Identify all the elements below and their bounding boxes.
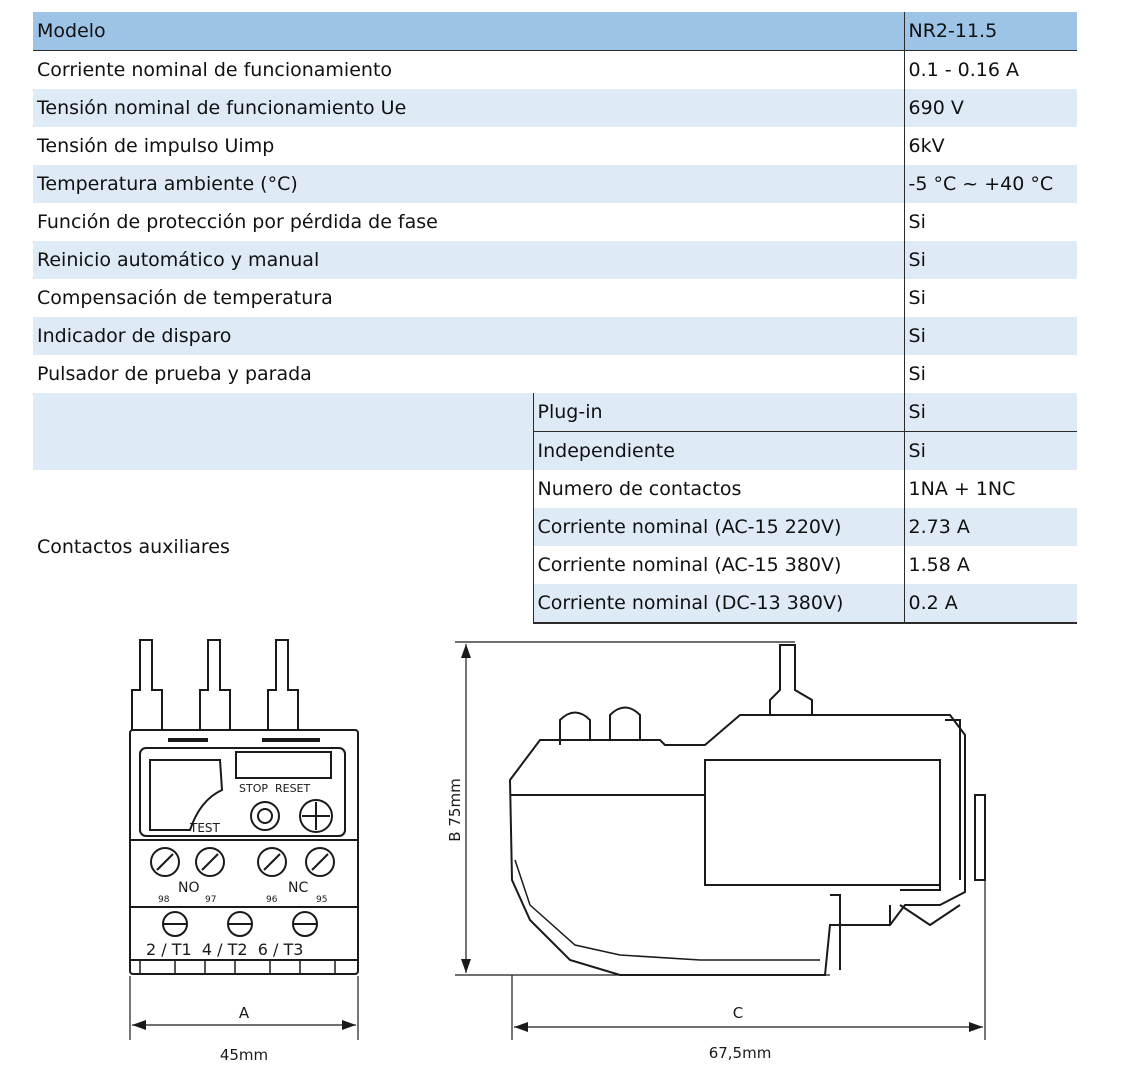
screw-icon (195, 847, 225, 877)
table-row: Indicador de disparo Si (33, 317, 1078, 355)
aux-sub-value: 1.58 A (903, 546, 1078, 584)
aux-sub-label: Independiente (532, 431, 905, 470)
screw-icon (305, 847, 335, 877)
spec-table-container: Modelo NR2-11.5 Corriente nominal de fun… (33, 12, 1078, 624)
spec-table: Modelo NR2-11.5 Corriente nominal de fun… (33, 12, 1078, 624)
table-header-row: Modelo NR2-11.5 (33, 12, 1078, 51)
aux-sub-label: Numero de contactos (532, 470, 905, 508)
table-row: Temperatura ambiente (°C) -5 °C ~ +40 °C (33, 165, 1078, 203)
terminal-number: 97 (205, 895, 216, 905)
dimension-b-label: B 75mm (446, 778, 464, 841)
row-label: Tensión de impulso Uimp (37, 135, 275, 157)
table-row: Corriente nominal (AC-15 220V) 2.73 A (33, 508, 1078, 546)
dimension-a-letter: A (239, 1004, 250, 1022)
front-body (129, 729, 359, 975)
header-label: Modelo (33, 12, 905, 51)
table-row: Independiente Si (33, 431, 1078, 470)
screw-icon (257, 847, 287, 877)
aux-sub-label: Corriente nominal (AC-15 220V) (532, 508, 905, 546)
aux-sub-label: Corriente nominal (AC-15 380V) (532, 546, 905, 584)
terminal-number: 95 (316, 895, 327, 905)
table-row: Corriente nominal (DC-13 380V) 0.2 A (33, 584, 1078, 624)
table-row: Tensión nominal de funcionamiento Ue 690… (33, 89, 1078, 127)
stop-reset-label: STOP RESET (239, 782, 311, 795)
row-label: Indicador de disparo (33, 317, 905, 355)
row-value: 6kV (903, 127, 1078, 165)
row-label: Corriente nominal de funcionamiento (37, 59, 393, 81)
aux-sub-value: 1NA + 1NC (903, 470, 1078, 508)
table-row: Tensión de impulso Uimp 6kV (33, 127, 1078, 165)
row-label: Temperatura ambiente (°C) (33, 165, 905, 203)
terminal-number: 98 (158, 895, 170, 905)
aux-group-label: Contactos auxiliares (33, 470, 533, 623)
terminal-pin (267, 639, 299, 731)
row-value: -5 °C ~ +40 °C (903, 165, 1078, 203)
technical-drawing: STOP RESET TEST NO NC 98 97 96 95 2 / T1… (129, 639, 986, 1064)
no-label: NO (178, 880, 200, 896)
row-value: 0.1 - 0.16 A (903, 50, 1078, 89)
aux-sub-value: 0.2 A (903, 584, 1078, 624)
dimension-c-value: 67,5mm (709, 1044, 772, 1062)
aux-sub-value: Si (903, 431, 1078, 470)
terminal-pin (199, 639, 231, 731)
table-row: Contactos auxiliares Numero de contactos… (33, 470, 1078, 623)
row-value: Si (903, 355, 1078, 393)
terminal-labels: 2 / T1 4 / T2 6 / T3 (146, 940, 303, 959)
aux-sub-value: 2.73 A (903, 508, 1078, 546)
row-value: Si (903, 203, 1078, 241)
row-value: Si (903, 241, 1078, 279)
aux-sub-value: Si (903, 393, 1078, 432)
terminal-number: 96 (266, 895, 278, 905)
dimension-a-value: 45mm (220, 1046, 268, 1064)
nc-label: NC (288, 880, 308, 896)
row-label: Reinicio automático y manual (33, 241, 905, 279)
dimension-c-letter: C (733, 1004, 743, 1022)
reset-button-icon (299, 799, 333, 833)
table-row: Corriente nominal (AC-15 380V) 1.58 A (33, 546, 1078, 584)
aux-sub-label: Corriente nominal (DC-13 380V) (532, 584, 905, 624)
aux-blank-cell (33, 393, 533, 470)
front-view: STOP RESET TEST NO NC 98 97 96 95 2 / T1… (129, 639, 359, 1064)
row-label: Compensación de temperatura (37, 287, 333, 309)
table-row: Corriente nominal de funcionamiento 0.1 … (33, 50, 1078, 89)
row-label: Pulsador de prueba y parada (37, 363, 312, 385)
aux-sub-label: Plug-in (532, 393, 905, 432)
side-body (508, 714, 966, 976)
header-value: NR2-11.5 (903, 12, 1078, 51)
row-label: Tensión nominal de funcionamiento Ue (33, 89, 905, 127)
row-label: Función de protección por pérdida de fas… (37, 211, 438, 233)
terminal-pin (131, 639, 163, 731)
table-row: Plug-in Si (33, 393, 1078, 470)
stop-button-icon (250, 801, 280, 831)
table-row: Pulsador de prueba y parada Si (33, 355, 1078, 393)
table-row: Reinicio automático y manual Si (33, 241, 1078, 279)
test-label: TEST (189, 821, 221, 835)
screw-icon (150, 847, 180, 877)
row-value: 690 V (903, 89, 1078, 127)
side-view: B 75mm C 67,5mm (446, 641, 986, 1062)
dimension-drawings: STOP RESET TEST NO NC 98 97 96 95 2 / T1… (0, 620, 1122, 1070)
row-value: Si (903, 279, 1078, 317)
row-value: Si (903, 317, 1078, 355)
table-row: Compensación de temperatura Si (33, 279, 1078, 317)
table-row: Función de protección por pérdida de fas… (33, 203, 1078, 241)
